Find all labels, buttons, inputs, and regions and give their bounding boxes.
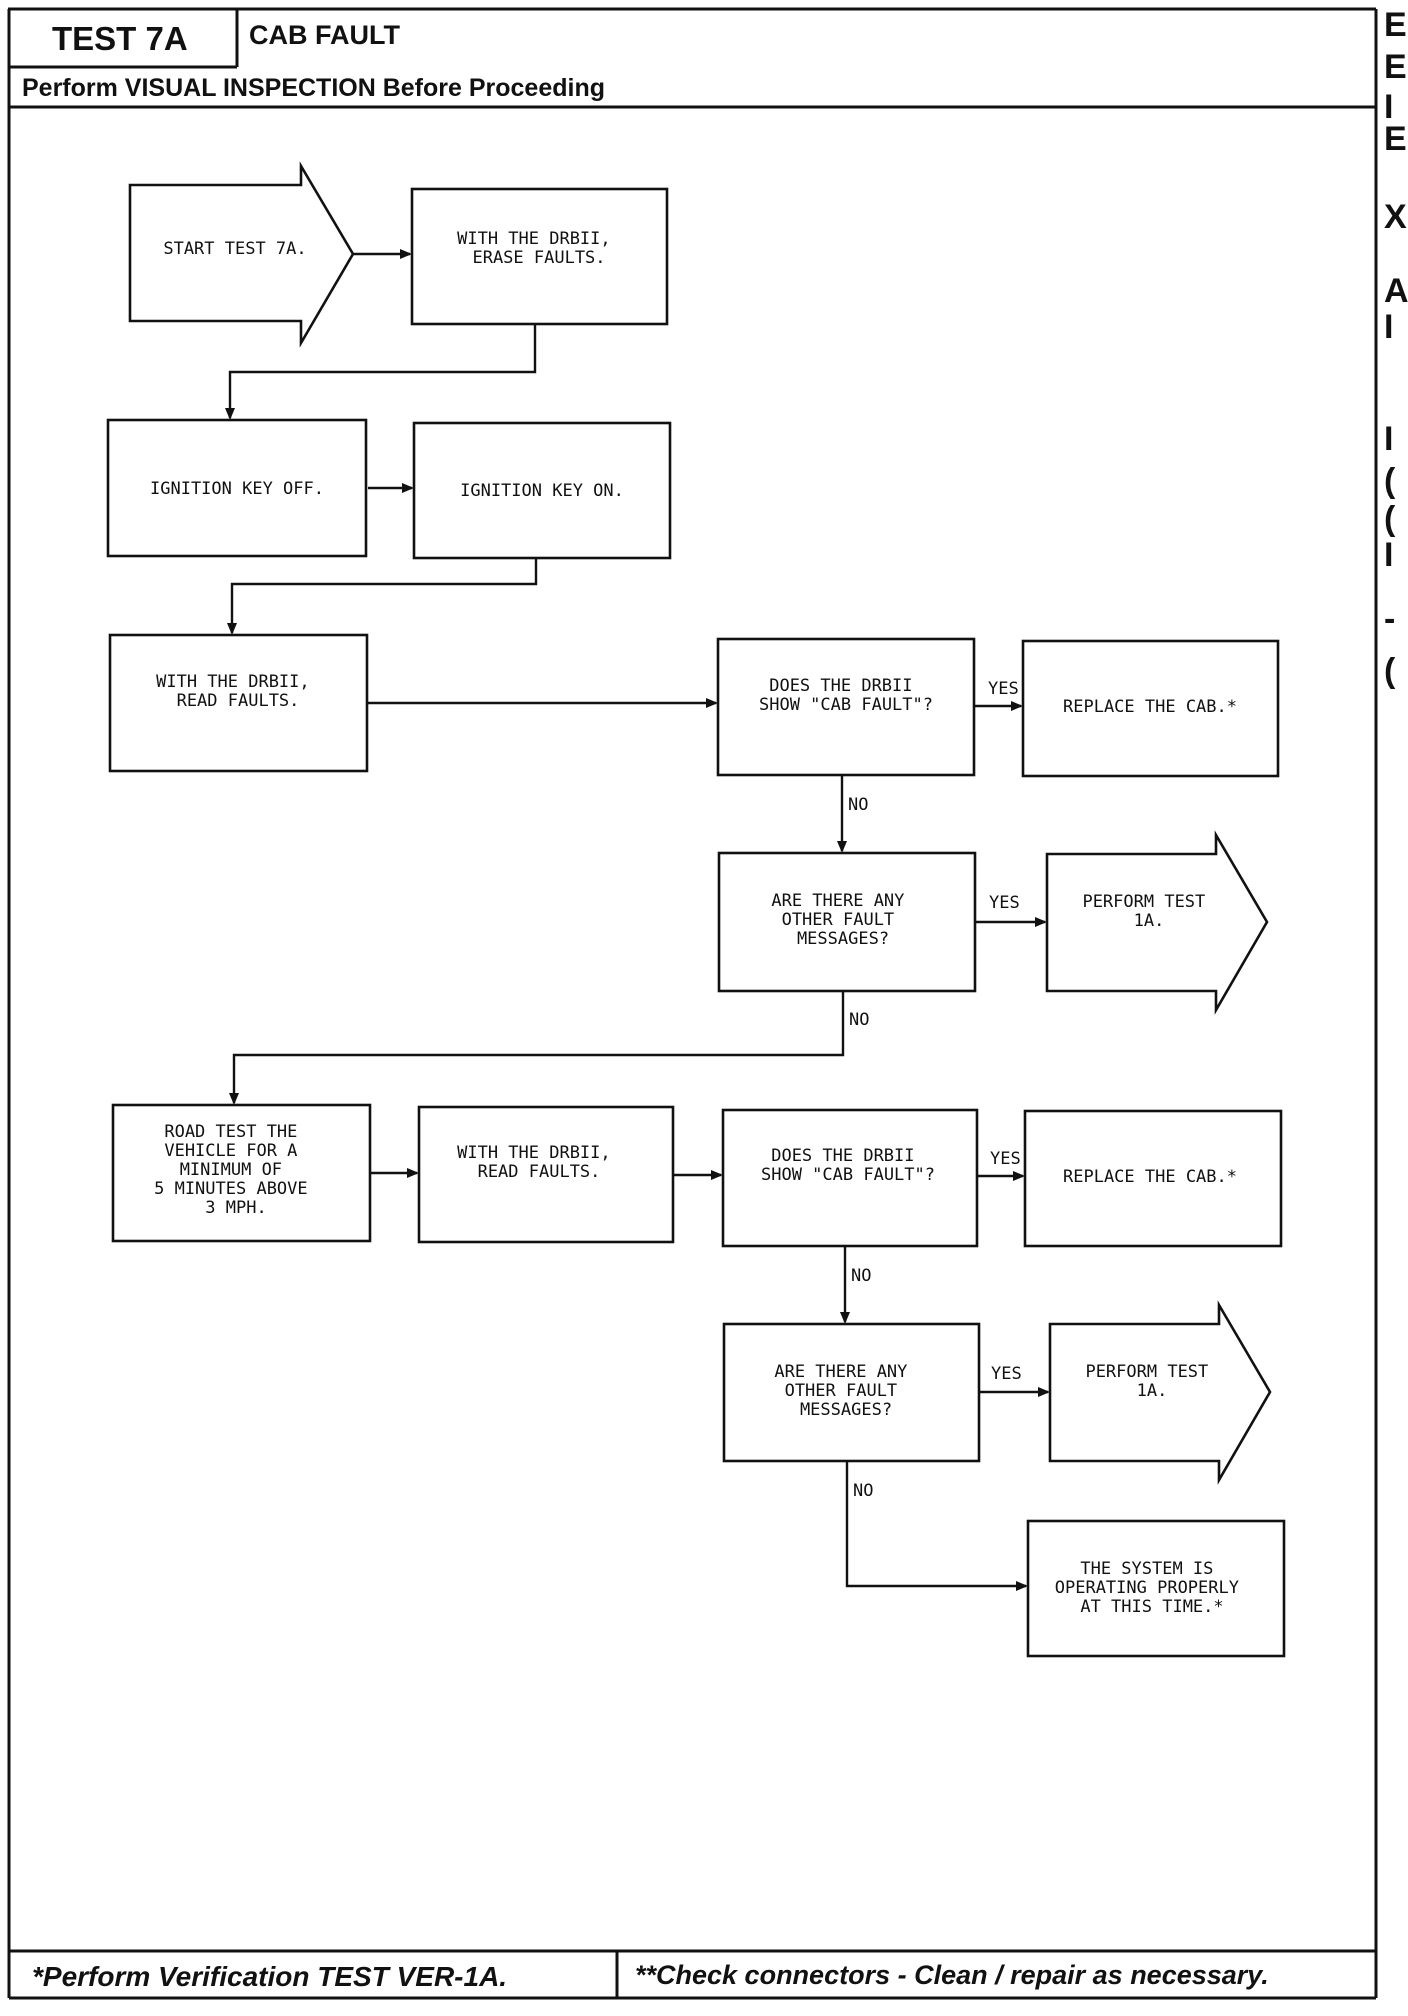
page-frame [7,7,1378,2000]
edge-label-yes: YES [989,893,1020,913]
edge-q-cab1-yes [975,701,1023,711]
footer-verification-note: *Perform Verification TEST VER-1A. [32,1961,507,1992]
edge-mark: E [1384,48,1407,86]
edge-mark: I [1384,88,1393,126]
node-q-other2-label: ARE THERE ANY OTHER FAULT MESSAGES? [774,1362,917,1420]
edge-mark: I [1384,536,1393,574]
edge-mark: E [1384,6,1407,44]
edge-mark: ( [1384,462,1396,500]
edge-erase-to-key-off [225,324,537,420]
edge-start-to-erase [353,249,412,259]
node-erase-label: WITH THE DRBII, ERASE FAULTS. [457,229,621,268]
edge-mark: ( [1384,500,1396,538]
page-title: CAB FAULT [249,20,400,50]
node-read2-label: WITH THE DRBII, READ FAULTS. [457,1143,621,1182]
edge-road-to-read2 [371,1168,419,1178]
node-key-on-label: IGNITION KEY ON. [460,481,624,501]
edge-read1-to-q-cab1 [368,698,718,708]
edge-mark: - [1384,600,1395,638]
node-q-other1-label: ARE THERE ANY OTHER FAULT MESSAGES? [771,891,914,949]
edge-key-off-to-key-on [368,483,414,493]
test-id: TEST 7A [52,20,188,57]
edge-mark: ( [1384,652,1396,690]
edge-mark: E [1384,120,1407,158]
node-q-cab2-label: DOES THE DRBII SHOW "CAB FAULT"? [761,1146,935,1185]
node-perform2: PERFORM TEST 1A. [1048,1300,1272,1485]
node-road: ROAD TEST THE VEHICLE FOR A MINIMUM OF 5… [111,1103,372,1243]
page-subtitle: Perform VISUAL INSPECTION Before Proceed… [22,74,605,102]
node-key-on: IGNITION KEY ON. [412,421,672,560]
node-read1-label: WITH THE DRBII, READ FAULTS. [156,672,320,711]
node-q-cab1-label: DOES THE DRBII SHOW "CAB FAULT"? [759,676,933,715]
node-replace1-label: REPLACE THE CAB.* [1063,697,1237,717]
node-q-cab2: DOES THE DRBII SHOW "CAB FAULT"? [721,1108,979,1248]
node-erase: WITH THE DRBII, ERASE FAULTS. [410,187,669,326]
edge-mark: A [1384,272,1408,310]
edge-label-no: NO [848,795,868,815]
edge-q-other2-yes [979,1387,1050,1397]
right-edge-marks: E E I E X A I I ( ( I - ( [1384,6,1408,690]
edge-label-yes: YES [991,1364,1022,1384]
edge-q-other1-no [229,991,845,1105]
node-road-label: ROAD TEST THE VEHICLE FOR A MINIMUM OF 5… [154,1122,318,1218]
edge-q-other2-no [845,1461,1028,1591]
edge-label-yes: YES [990,1149,1021,1169]
edge-labels: YES NO YES NO YES NO YES NO [848,679,1022,1501]
edge-key-on-to-read1 [227,558,538,635]
edge-mark: X [1384,198,1407,236]
edge-label-no: NO [853,1481,873,1501]
flow-nodes: START TEST 7A. WITH THE DRBII, ERASE FAU… [106,161,1286,1658]
node-key-off-label: IGNITION KEY OFF. [150,479,324,499]
flow-connectors [225,249,1050,1591]
node-system-ok: THE SYSTEM IS OPERATING PROPERLY AT THIS… [1026,1519,1286,1658]
footer-connectors-note: **Check connectors - Clean / repair as n… [635,1960,1269,1990]
node-start-label: START TEST 7A. [163,239,306,259]
edge-q-cab2-yes [977,1171,1025,1181]
node-replace1: REPLACE THE CAB.* [1021,639,1280,778]
node-key-off: IGNITION KEY OFF. [106,418,368,558]
node-start: START TEST 7A. [128,161,355,348]
edge-mark: I [1384,420,1393,458]
node-q-other2: ARE THERE ANY OTHER FAULT MESSAGES? [722,1322,981,1463]
edge-read2-to-q-cab2 [673,1170,723,1180]
edge-q-cab2-no [840,1246,850,1324]
node-replace2-label: REPLACE THE CAB.* [1063,1167,1237,1187]
node-perform1-label: PERFORM TEST 1A. [1082,892,1215,931]
node-perform2-label: PERFORM TEST 1A. [1085,1362,1218,1401]
node-q-other1: ARE THERE ANY OTHER FAULT MESSAGES? [717,851,977,993]
node-read2: WITH THE DRBII, READ FAULTS. [417,1105,675,1244]
edge-label-no: NO [851,1266,871,1286]
edge-mark: I [1384,308,1393,346]
edge-q-other1-yes [976,917,1047,927]
edge-label-yes: YES [988,679,1019,699]
edge-q-cab1-no [837,775,847,853]
node-replace2: REPLACE THE CAB.* [1023,1109,1283,1248]
edge-label-no: NO [849,1010,869,1030]
node-perform1: PERFORM TEST 1A. [1045,830,1269,1015]
node-system-ok-label: THE SYSTEM IS OPERATING PROPERLY AT THIS… [1055,1559,1249,1617]
node-read1: WITH THE DRBII, READ FAULTS. [108,633,369,773]
node-q-cab1: DOES THE DRBII SHOW "CAB FAULT"? [716,637,976,777]
